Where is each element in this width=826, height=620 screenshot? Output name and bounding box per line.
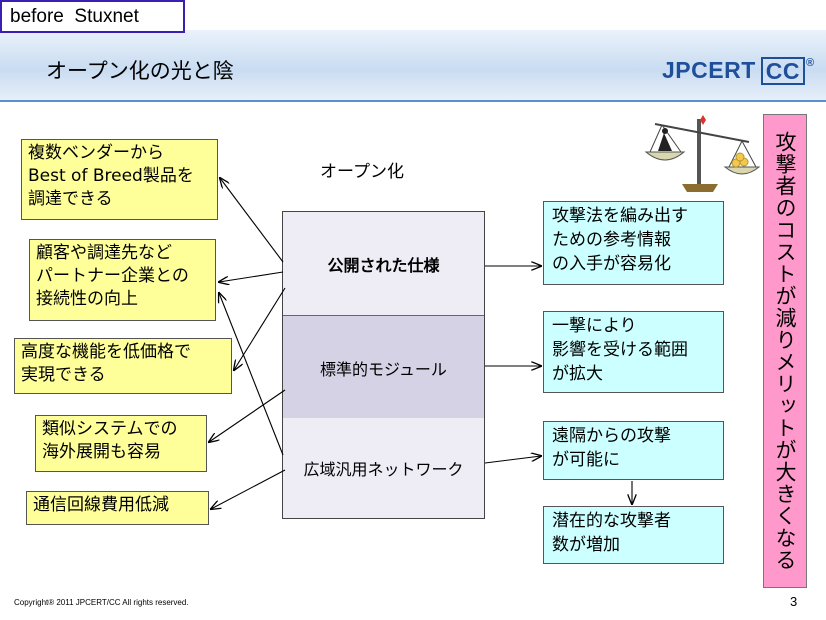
benefit-line: 実現できる (21, 365, 106, 385)
jpcert-logo: JPCERT CC ® (662, 57, 815, 85)
logo-main: JPCERT (662, 57, 756, 83)
open-label: オープン化 (320, 162, 404, 182)
risk-line: 影響を受ける範囲 (552, 340, 688, 360)
benefit-line: 類似システムでの (42, 419, 178, 439)
header-band (0, 30, 826, 102)
risk-box-2: 一撃により 影響を受ける範囲 が拡大 (543, 311, 724, 393)
cell-standard-module: 標準的モジュール (283, 315, 484, 420)
benefit-line: 海外展開も容易 (42, 442, 161, 462)
benefit-box-4: 類似システムでの 海外展開も容易 (35, 415, 207, 472)
risk-line: 数が増加 (552, 535, 620, 555)
before-stuxnet-tag: before Stuxnet (0, 0, 185, 33)
benefit-line: 高度な機能を低価格で (21, 342, 191, 362)
benefit-line: 接続性の向上 (36, 289, 138, 309)
benefit-box-1: 複数ベンダーから Best of Breed製品を 調達できる (21, 139, 218, 220)
risk-line: が可能に (552, 450, 620, 470)
arrow-network-to-benefit5 (211, 469, 286, 509)
risk-box-1: 攻撃法を編み出す ための参考情報 の入手が容易化 (543, 201, 724, 285)
logo-registered: ® (805, 57, 815, 69)
arrow-network-to-risk3 (484, 456, 541, 464)
conclusion-box: 攻撃者のコストが減りメリットが大きくなる (763, 114, 807, 588)
risk-line: が拡大 (552, 364, 603, 384)
risk-line: ための参考情報 (552, 230, 671, 250)
arrow-spec-to-benefit1 (220, 178, 284, 263)
benefit-box-5: 通信回線費用低減 (26, 491, 209, 525)
risk-line: 潜在的な攻撃者 (552, 511, 671, 531)
arrow-network-to-benefit2 (219, 293, 284, 456)
benefit-line: 顧客や調達先など (36, 243, 172, 263)
risk-line: 遠隔からの攻撃 (552, 426, 671, 446)
benefit-line: 通信回線費用低減 (33, 495, 169, 515)
arrow-spec-to-benefit3 (234, 287, 286, 370)
page-title: オープン化の光と陰 (46, 59, 234, 83)
page-number: 3 (790, 594, 798, 609)
arrow-module-to-benefit4 (209, 389, 286, 442)
arrow-spec-to-benefit2 (219, 271, 284, 282)
risk-box-3: 遠隔からの攻撃 が可能に (543, 421, 724, 480)
risk-box-4: 潜在的な攻撃者 数が増加 (543, 506, 724, 564)
benefit-box-3: 高度な機能を低価格で 実現できる (14, 338, 232, 394)
benefit-line: 複数ベンダーから (28, 143, 164, 163)
open-stack: 公開された仕様 標準的モジュール 広域汎用ネットワーク (282, 211, 485, 519)
risk-line: 攻撃法を編み出す (552, 206, 688, 226)
copyright: Copyright® 2011 JPCERT/CC All rights res… (14, 598, 189, 607)
risk-line: の入手が容易化 (552, 254, 671, 274)
risk-line: 一撃により (552, 316, 637, 336)
benefit-line: Best of Breed製品を (28, 166, 194, 186)
benefit-line: 調達できる (28, 189, 113, 209)
balance-scale-icon (644, 115, 761, 192)
cell-wide-network: 広域汎用ネットワーク (283, 418, 484, 518)
benefit-box-2: 顧客や調達先など パートナー企業との 接続性の向上 (29, 239, 216, 321)
logo-cc: CC (760, 57, 805, 85)
cell-public-spec: 公開された仕様 (283, 212, 484, 315)
benefit-line: パートナー企業との (36, 266, 189, 286)
